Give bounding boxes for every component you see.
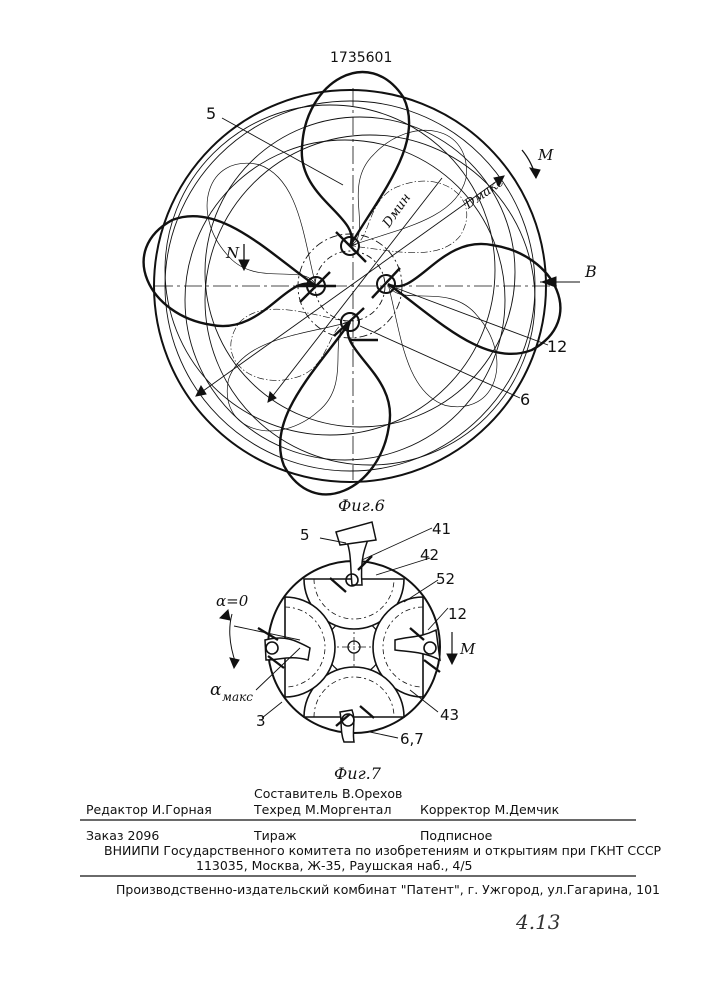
imprint-compiler: Составитель В.Орехов xyxy=(254,786,402,801)
imprint-order: Заказ 2096 xyxy=(86,828,159,843)
fig7-label-m: M xyxy=(460,640,475,658)
handwritten-note: 4.13 xyxy=(516,910,561,934)
fig6-hubs xyxy=(307,237,395,331)
imprint-corrector: Корректор М.Демчик xyxy=(420,802,559,817)
fig7-label-alphamax-a: α xyxy=(210,680,221,700)
fig7-label-52: 52 xyxy=(436,570,455,588)
fig6-diameters xyxy=(196,176,504,402)
fig6-circle-a xyxy=(165,105,495,435)
fig7-caption: Фиг.7 xyxy=(334,764,381,783)
fig7-label-12: 12 xyxy=(448,605,467,623)
fig6-hub-ticks xyxy=(296,232,400,340)
imprint-address: 113035, Москва, Ж-35, Раушская наб., 4/5 xyxy=(196,858,473,873)
fig6-blade-3 xyxy=(260,318,402,502)
fig6-blade-4 xyxy=(136,196,320,338)
fig6-label-5: 5 xyxy=(206,104,216,123)
fig6-ghost-blades xyxy=(183,109,520,454)
fig7-label-41: 41 xyxy=(432,520,451,538)
fig6-label-6: 6 xyxy=(520,390,530,409)
imprint-subscription: Подписное xyxy=(420,828,492,843)
imprint-editor: Редактор И.Горная xyxy=(86,802,212,817)
fig6-label-12: 12 xyxy=(547,337,567,356)
fig6-caption: Фиг.6 xyxy=(338,496,385,515)
fig7-label-5: 5 xyxy=(300,526,310,544)
imprint-circulation: Тираж xyxy=(254,828,297,843)
fig6-label-m: M xyxy=(538,146,553,164)
imprint-techred: Техред М.Моргентал xyxy=(254,802,391,817)
fig7-label-67: 6,7 xyxy=(400,730,424,748)
fig7-label-alphamax-b: макс xyxy=(222,690,253,704)
fig7-label-42: 42 xyxy=(420,546,439,564)
imprint-vniipi: ВНИИПИ Государственного комитета по изоб… xyxy=(104,843,661,858)
fig6-blades xyxy=(136,62,567,502)
fig6-label-b: B xyxy=(585,262,597,281)
fig7-label-3: 3 xyxy=(256,712,266,730)
fig7-label-43: 43 xyxy=(440,706,459,724)
patent-number: 1735601 xyxy=(330,50,392,66)
fig6-dashed-blades xyxy=(218,158,480,402)
fig6-circle-c xyxy=(185,140,505,460)
fig6-diagram xyxy=(136,62,580,502)
fig7-label-alpha0: α=0 xyxy=(216,592,248,610)
imprint-publisher: Производственно-издательский комбинат "П… xyxy=(116,882,660,897)
fig6-label-n: N xyxy=(226,244,239,262)
